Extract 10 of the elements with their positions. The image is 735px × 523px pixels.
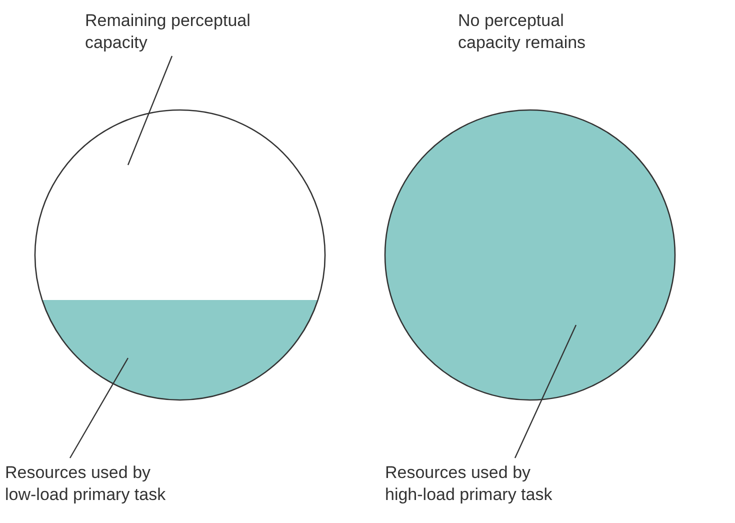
leader-line — [69, 358, 129, 458]
filled-circle — [384, 109, 676, 401]
leader-line — [127, 56, 173, 166]
callout-text: Resources used by low-load primary task — [5, 462, 167, 506]
caption-text: No perceptual capacity remains — [458, 10, 587, 54]
leader-line — [514, 324, 577, 458]
circle-lower-region — [42, 300, 318, 401]
callout-text: Remaining perceptual capacity — [85, 10, 252, 54]
callout-text: Resources used by high-load primary task — [385, 462, 554, 506]
circle-upper-region — [34, 110, 326, 300]
